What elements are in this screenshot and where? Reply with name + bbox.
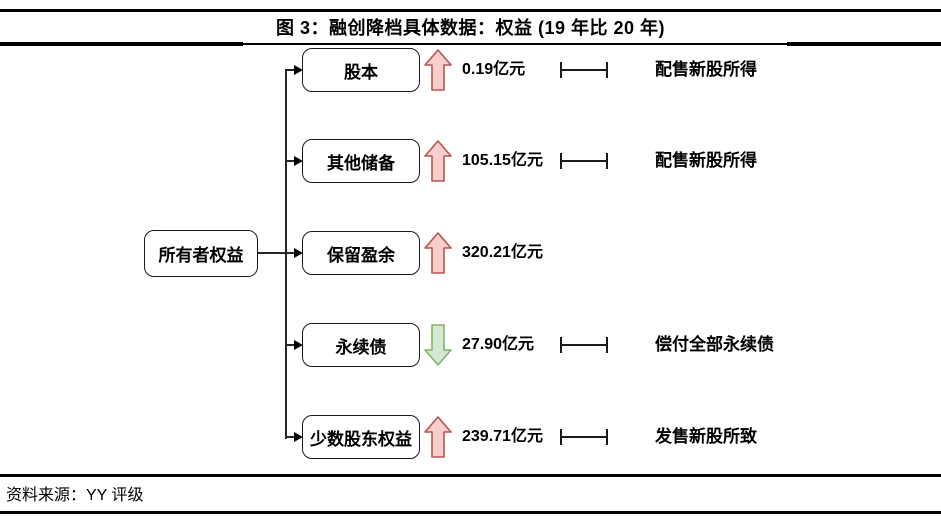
item-box: 永续债 [302,323,420,367]
interval-connector-icon [560,337,608,353]
item-box: 少数股东权益 [302,415,420,459]
root-node-owners-equity: 所有者权益 [144,230,258,277]
branch-arrowhead-icon [294,248,303,258]
tree-row: 股本 0.19亿元 配售新股所得 [0,48,941,92]
title-divider-left-segment [0,42,243,46]
item-box: 其他储备 [302,139,420,183]
tree-row: 少数股东权益 239.71亿元 发售新股所致 [0,415,941,459]
down-arrow-icon [424,324,452,366]
source-text: 资料来源：YY 评级 [6,487,144,504]
change-note: 配售新股所得 [655,151,757,170]
up-arrow-icon [424,416,452,458]
bottom-rule [0,511,941,514]
change-note: 配售新股所得 [655,60,757,79]
interval-connector-icon [560,429,608,445]
change-note: 偿付全部永续债 [655,335,774,354]
up-arrow-icon [424,140,452,182]
interval-connector-icon [560,62,608,78]
tree-trunk-line [285,69,287,439]
up-arrow-icon [424,232,452,274]
branch-line [285,69,295,71]
change-note: 发售新股所致 [655,427,757,446]
item-box: 保留盈余 [302,231,420,275]
branch-arrowhead-icon [294,156,303,166]
figure-title: 图 3：融创降档具体数据：权益 (19 年比 20 年) [275,18,666,38]
up-arrow-icon [424,49,452,91]
tree-row: 永续债 27.90亿元 偿付全部永续债 [0,323,941,367]
tree-row: 其他储备 105.15亿元 配售新股所得 [0,139,941,183]
branch-arrowhead-icon [294,432,303,442]
top-rule [0,9,941,12]
change-value: 27.90亿元 [462,336,535,353]
tree-row: 保留盈余 320.21亿元 [0,231,941,275]
change-value: 0.19亿元 [462,61,526,78]
branch-line [285,344,295,346]
title-divider [0,43,941,45]
interval-connector-icon [560,153,608,169]
change-value: 320.21亿元 [462,244,543,261]
change-value: 239.71亿元 [462,428,543,445]
branch-line-root [258,252,295,254]
source-divider [0,474,941,477]
branch-arrowhead-icon [294,340,303,350]
title-divider-right-segment [787,42,941,46]
branch-arrowhead-icon [294,65,303,75]
branch-line [285,436,295,438]
change-value: 105.15亿元 [462,152,543,169]
item-box: 股本 [302,48,420,92]
branch-line [285,160,295,162]
